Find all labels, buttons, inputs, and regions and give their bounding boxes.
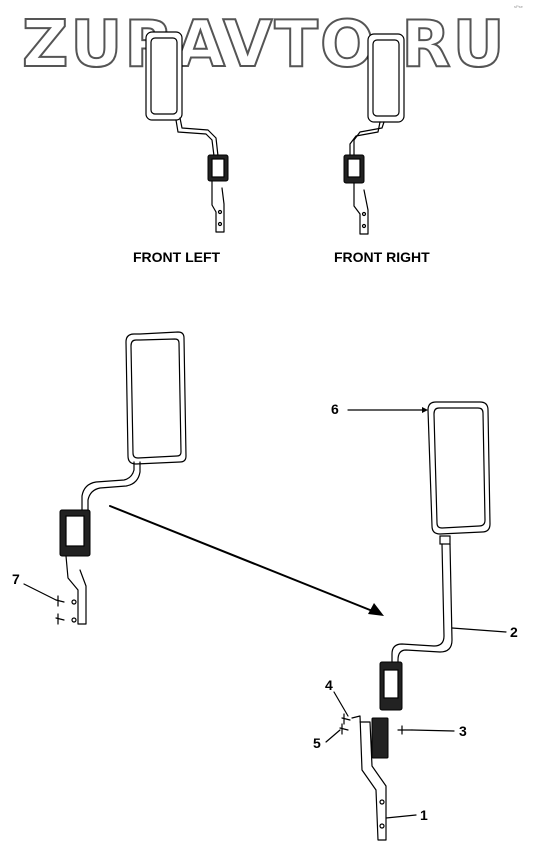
callout-4: 4	[325, 677, 333, 693]
leader-lines	[23, 407, 507, 819]
front-left-mirror	[145, 31, 229, 233]
callout-7: 7	[12, 571, 20, 587]
corner-mark: sPse	[514, 4, 524, 9]
assembly-arrow	[109, 505, 384, 616]
caption-front-left: FRONT LEFT	[133, 249, 221, 265]
callout-6: 6	[331, 401, 339, 417]
callout-3: 3	[459, 723, 467, 739]
callout-2: 2	[510, 624, 518, 640]
assembled-left-mirror	[55, 331, 187, 625]
callout-1: 1	[420, 807, 428, 823]
callout-5: 5	[313, 735, 321, 751]
watermark-text: ZURAVTO.RU	[22, 8, 507, 82]
exploded-right-mirror	[339, 401, 491, 841]
front-right-mirror	[343, 33, 405, 235]
caption-front-right: FRONT RIGHT	[334, 249, 430, 265]
